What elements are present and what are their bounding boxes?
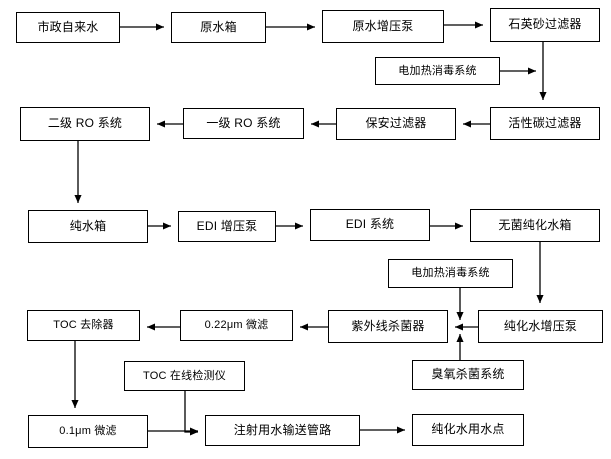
flow-node-n20: TOC 在线检测仪: [124, 361, 245, 391]
flow-node-n7: 保安过滤器: [336, 108, 456, 140]
flow-node-n10: 纯水箱: [28, 210, 148, 243]
flow-node-n16: 紫外线杀菌器: [328, 310, 448, 343]
flow-node-n23: 纯化水用水点: [412, 414, 524, 446]
flow-node-n8: 一级 RO 系统: [183, 108, 304, 139]
flow-node-n14: 电加热消毒系统: [388, 259, 513, 288]
flow-edge-n20-to-n22: [184, 391, 198, 436]
flow-node-n11: EDI 增压泵: [178, 211, 276, 242]
flow-node-n12: EDI 系统: [310, 209, 430, 241]
flow-node-n1: 市政自来水: [16, 12, 120, 43]
flow-node-n21: 0.1μm 微滤: [28, 415, 148, 448]
flow-node-n22: 注射用水输送管路: [205, 415, 360, 446]
flow-node-n18: TOC 去除器: [27, 310, 140, 341]
flow-node-n19: 臭氧杀菌系统: [412, 360, 524, 390]
flow-node-n5: 电加热消毒系统: [375, 57, 500, 85]
flow-node-n15: 纯化水增压泵: [478, 310, 603, 343]
flow-node-n2: 原水箱: [171, 12, 266, 43]
flow-node-n3: 原水增压泵: [322, 10, 444, 43]
flow-node-n13: 无菌纯化水箱: [470, 209, 600, 242]
flow-node-n4: 石英砂过滤器: [490, 8, 600, 42]
flow-node-n6: 活性碳过滤器: [490, 107, 600, 140]
flow-node-n17: 0.22μm 微滤: [180, 310, 293, 341]
flow-node-n9: 二级 RO 系统: [20, 107, 150, 141]
